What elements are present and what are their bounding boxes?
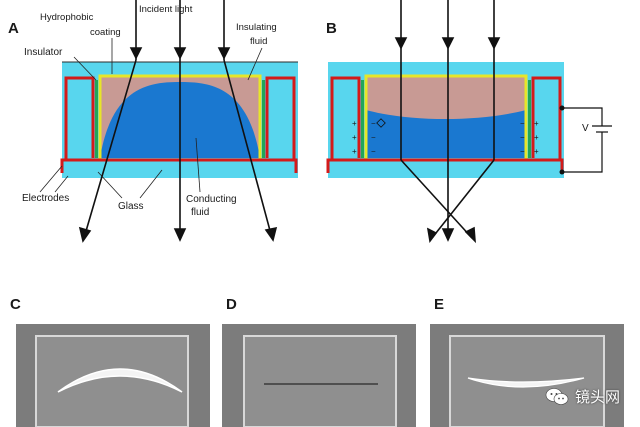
light-rays-b: [394, 0, 501, 244]
conducting-fluid-concave: [366, 110, 526, 158]
voltage-circuit: [562, 107, 612, 173]
voltage-label: V: [582, 123, 589, 134]
electrode-left-b: [330, 76, 361, 160]
photo-c-letter: C: [10, 296, 21, 313]
leader-lines-a: [39, 38, 263, 199]
incident-light-label: Incident light: [139, 4, 193, 15]
charge-markers: + + + − − − + + + − − −: [352, 119, 539, 156]
conducting-fluid-label-1: Conducting: [186, 194, 237, 205]
svg-text:−: −: [520, 119, 525, 128]
photo-panels: C D E: [10, 296, 624, 427]
panel-a: A Incident: [8, 0, 298, 243]
svg-text:−: −: [371, 147, 376, 156]
electrode-bottom-b: [326, 158, 564, 173]
svg-text:+: +: [534, 133, 539, 142]
terminal-top: [559, 105, 565, 111]
watermark: 镜头网: [545, 386, 620, 407]
insulator-left-b: [361, 80, 364, 158]
hydrophobic-label-2: coating: [90, 27, 121, 38]
svg-text:+: +: [352, 133, 357, 142]
watermark-text: 镜头网: [575, 388, 621, 406]
panel-a-letter: A: [8, 20, 19, 37]
photo-d-cell: [243, 335, 397, 427]
insulator-label: Insulator: [24, 47, 63, 58]
panel-b: B + + + − − − + + + − − − V: [326, 0, 612, 244]
photo-e-letter: E: [434, 296, 444, 313]
svg-text:−: −: [520, 147, 525, 156]
contact-angle-marker: [376, 118, 386, 128]
svg-text:−: −: [371, 133, 376, 142]
svg-text:+: +: [352, 147, 357, 156]
panel-b-letter: B: [326, 20, 337, 37]
insulator-left: [95, 80, 98, 158]
terminal-bottom: [559, 169, 565, 175]
light-rays-a: [78, 0, 278, 243]
svg-text:+: +: [534, 119, 539, 128]
svg-text:−: −: [371, 119, 376, 128]
insulating-fluid-label-1: Insulating: [236, 22, 277, 33]
conducting-fluid-label-2: fluid: [191, 207, 209, 218]
insulator-right: [262, 80, 265, 158]
electrodes-label: Electrodes: [22, 193, 69, 204]
insulating-fluid-label-2: fluid: [250, 36, 267, 47]
electrode-left-upper: [64, 76, 95, 160]
svg-text:+: +: [352, 119, 357, 128]
hydrophobic-label-1: Hydrophobic: [40, 12, 94, 23]
wechat-icon: [545, 387, 569, 405]
electrode-right-upper: [265, 76, 296, 160]
insulator-right-b: [528, 80, 531, 158]
photo-c-meniscus: [57, 368, 183, 393]
photo-d-letter: D: [226, 296, 237, 313]
svg-text:+: +: [534, 147, 539, 156]
photo-e-meniscus: [467, 377, 585, 388]
hydrophobic-coating-b: [364, 74, 528, 160]
svg-text:−: −: [520, 133, 525, 142]
glass-label: Glass: [118, 201, 144, 212]
electrode-right-b: [531, 76, 562, 160]
